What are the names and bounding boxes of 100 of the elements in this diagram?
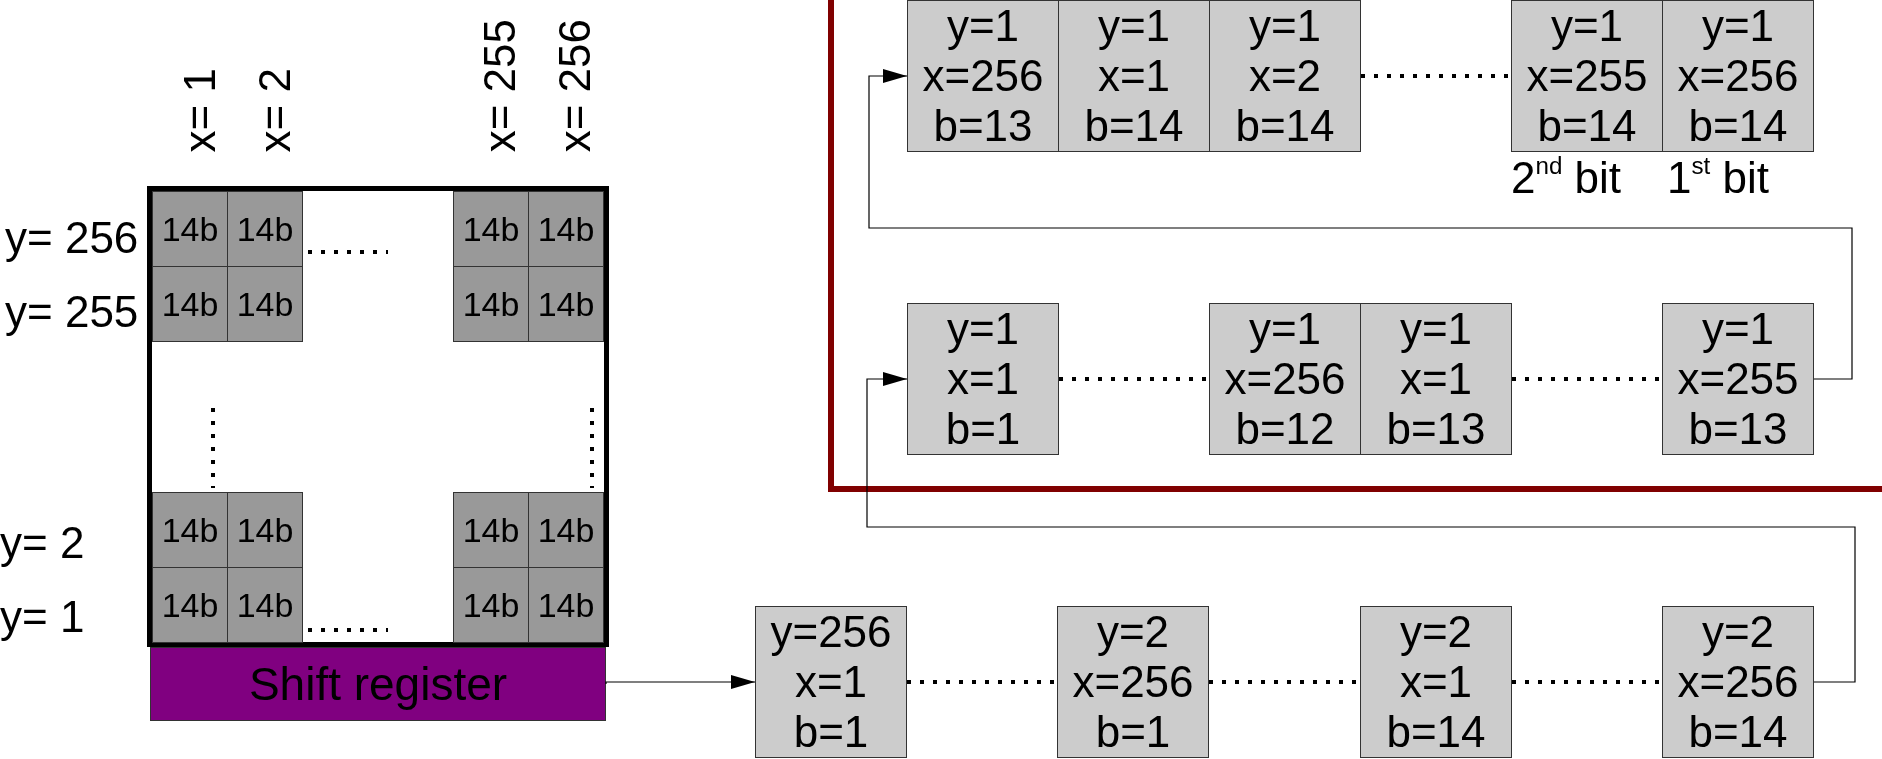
coordinate-text: x=1 xyxy=(1097,51,1171,101)
coordinate-text: b=12 xyxy=(1235,404,1335,454)
memory-cell xyxy=(227,492,303,568)
bit-box xyxy=(1209,0,1361,152)
bit-box xyxy=(907,0,1059,152)
coordinate-text: b=1 xyxy=(1095,707,1171,757)
bit-box xyxy=(1057,606,1209,758)
memory-cell xyxy=(528,492,604,568)
bit-box xyxy=(1058,0,1210,152)
bit-box xyxy=(907,303,1059,455)
cell-text: 14b xyxy=(537,588,595,622)
axis-label: x= 2 xyxy=(253,67,297,152)
coordinate-text: y=2 xyxy=(1096,607,1170,657)
coordinate-text: b=14 xyxy=(1537,101,1637,151)
coordinate-text: y=1 xyxy=(1248,1,1322,51)
coordinate-text: y=1 xyxy=(946,1,1020,51)
cell-text: 14b xyxy=(462,287,520,321)
coordinate-text: b=14 xyxy=(1688,101,1788,151)
coordinate-text: x=255 xyxy=(1677,354,1799,404)
coordinate-text: b=14 xyxy=(1084,101,1184,151)
coordinate-text: y=1 xyxy=(1248,304,1322,354)
cell-text: 14b xyxy=(236,513,294,547)
cell-text: 14b xyxy=(161,212,219,246)
bit-box xyxy=(1360,606,1512,758)
memory-cell xyxy=(528,266,604,342)
memory-cell xyxy=(453,567,529,643)
cell-text: 14b xyxy=(161,588,219,622)
cell-text: 14b xyxy=(236,212,294,246)
coordinate-text: b=13 xyxy=(1688,404,1788,454)
coordinate-text: y=1 xyxy=(1550,1,1624,51)
coordinate-text: y=1 xyxy=(946,304,1020,354)
bit-box xyxy=(1662,0,1814,152)
memory-cell xyxy=(453,266,529,342)
arrow xyxy=(868,69,1853,380)
coordinate-text: y=1 xyxy=(1097,1,1171,51)
coordinate-text: y=1 xyxy=(1701,1,1775,51)
cell-text: 14b xyxy=(462,513,520,547)
coordinate-text: x=256 xyxy=(1677,657,1799,707)
bit-box xyxy=(755,606,907,758)
memory-cell xyxy=(227,567,303,643)
dotted-line xyxy=(1361,74,1511,78)
cell-text: 14b xyxy=(537,287,595,321)
axis-label: y= 2 xyxy=(0,521,85,565)
coordinate-text: b=13 xyxy=(933,101,1033,151)
cell-text: 14b xyxy=(236,287,294,321)
bit-box xyxy=(1662,606,1814,758)
bit-box xyxy=(1209,303,1361,455)
axis-label: y= 1 xyxy=(0,595,85,639)
axis-label: x= 256 xyxy=(553,18,597,152)
axis-label: x= 255 xyxy=(478,18,522,152)
cell-text: 14b xyxy=(161,513,219,547)
coordinate-text: x=256 xyxy=(1224,354,1346,404)
axis-label: y= 255 xyxy=(5,290,139,334)
coordinate-text: y=256 xyxy=(770,607,892,657)
bit-label: 2$^{nd}$ bit xyxy=(1511,156,1622,200)
cell-text: 14b xyxy=(236,588,294,622)
memory-cell xyxy=(453,191,529,267)
cell-text: 14b xyxy=(537,212,595,246)
dotted-line xyxy=(1059,377,1209,381)
coordinate-text: y=2 xyxy=(1701,607,1775,657)
axis-label: y= 256 xyxy=(5,216,139,260)
memory-cell xyxy=(152,492,228,568)
coordinate-text: x=1 xyxy=(946,354,1020,404)
cell-text: 14b xyxy=(462,212,520,246)
region-outline xyxy=(828,0,1882,492)
coordinate-text: y=1 xyxy=(1399,304,1473,354)
bit-box xyxy=(1511,0,1663,152)
memory-cell xyxy=(453,492,529,568)
coordinate-text: x=1 xyxy=(794,657,868,707)
dotted-line xyxy=(907,680,1057,684)
memory-cell xyxy=(152,567,228,643)
bit-box xyxy=(1360,303,1512,455)
cell-text: 14b xyxy=(161,287,219,321)
coordinate-text: b=1 xyxy=(945,404,1021,454)
coordinate-text: x=255 xyxy=(1526,51,1648,101)
shift-register xyxy=(150,647,606,721)
coordinate-text: x=1 xyxy=(1399,657,1473,707)
cell-text: 14b xyxy=(537,513,595,547)
arrow xyxy=(866,372,1856,683)
coordinate-text: x=256 xyxy=(1677,51,1799,101)
coordinate-text: y=1 xyxy=(1701,304,1775,354)
coordinate-text: x=2 xyxy=(1248,51,1322,101)
bit-label: 1$^{st}$ bit xyxy=(1667,156,1769,200)
coordinate-text: y=2 xyxy=(1399,607,1473,657)
memory-cell xyxy=(528,191,604,267)
bit-box xyxy=(1662,303,1814,455)
axis-label: x= 1 xyxy=(178,67,222,152)
memory-cell xyxy=(152,191,228,267)
memory-cell xyxy=(152,266,228,342)
cell-text: 14b xyxy=(462,588,520,622)
coordinate-text: b=14 xyxy=(1386,707,1486,757)
coordinate-text: x=256 xyxy=(1072,657,1194,707)
coordinate-text: x=256 xyxy=(922,51,1044,101)
coordinate-text: x=1 xyxy=(1399,354,1473,404)
coordinate-text: b=14 xyxy=(1235,101,1335,151)
grid-frame xyxy=(147,186,609,647)
memory-cell xyxy=(227,266,303,342)
coordinate-text: b=14 xyxy=(1688,707,1788,757)
coordinate-text: b=1 xyxy=(793,707,869,757)
memory-cell xyxy=(227,191,303,267)
